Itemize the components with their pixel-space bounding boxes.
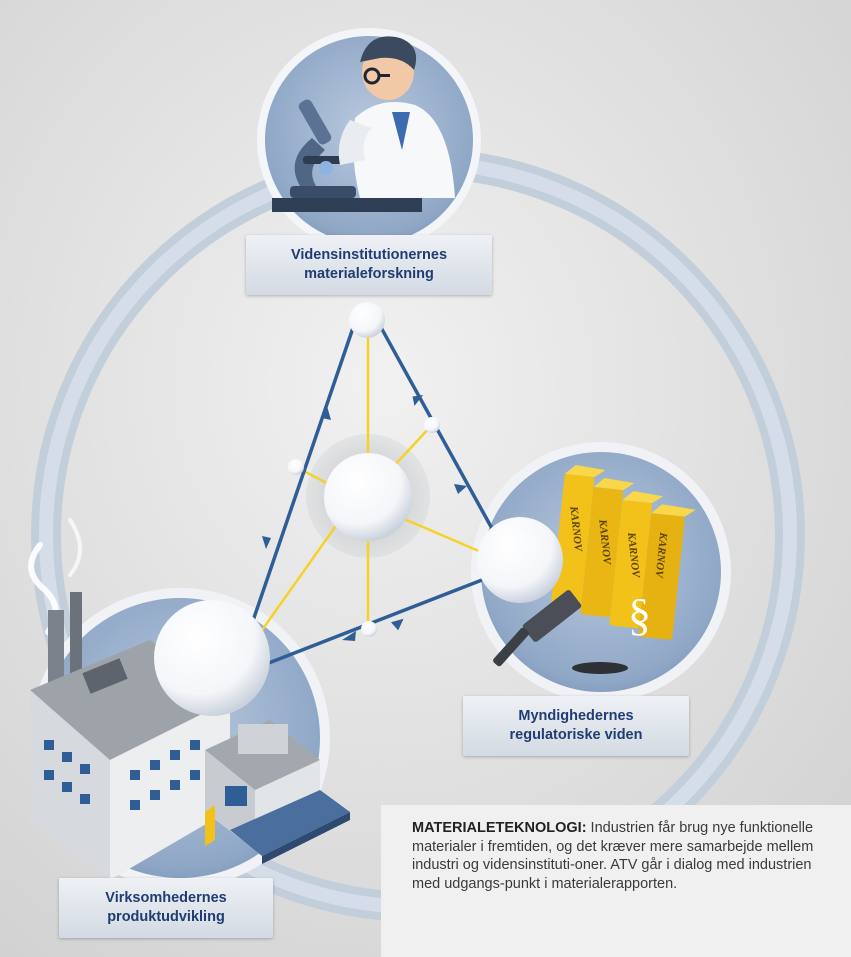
regulatory-node: KARNOV KARNOV KARNOV KARNOV § (471, 442, 731, 702)
regulatory-label-line2: regulatoriske viden (509, 727, 643, 743)
regulatory-label: Myndighedernes regulatoriske viden (463, 696, 689, 756)
lab-bench (272, 198, 422, 212)
connection-nodes (288, 302, 440, 637)
regulatory-sphere (477, 517, 563, 603)
product-sphere (154, 600, 270, 716)
product-label-line2: produktudvikling (107, 909, 225, 925)
research-label: Vidensinstitutionernes materialeforsknin… (246, 235, 492, 295)
product-label: Virksomhedernes produktudvikling (59, 878, 273, 938)
caption-heading: MATERIALETEKNOLOGI: (412, 820, 587, 836)
paragraph-symbol: § (628, 589, 651, 640)
law-books-icon: KARNOV KARNOV KARNOV KARNOV § (551, 464, 696, 640)
book-spine-text: KARNOV (625, 531, 642, 580)
regulatory-label-line1: Myndighedernes (518, 708, 634, 724)
scientist-icon (338, 36, 455, 198)
research-label-line1: Vidensinstitutionernes (290, 247, 448, 263)
book-spine-text: KARNOV (567, 505, 584, 554)
book-spine-text: KARNOV (596, 518, 613, 567)
caption-box: MATERIALETEKNOLOGI: Industrien får brug … (381, 805, 851, 957)
book-spine-text: KARNOV (652, 531, 669, 580)
arrowheads (262, 395, 467, 641)
product-label-line1: Virksomhedernes (105, 890, 227, 906)
research-label-line2: materialeforskning (304, 266, 434, 282)
research-node (257, 28, 481, 252)
microscope-icon (290, 99, 356, 198)
caption-body: Industrien får brug nye funktionelle mat… (412, 820, 814, 892)
factory-icon (30, 592, 350, 880)
gavel-icon (493, 590, 628, 674)
central-hub-sphere (324, 453, 412, 541)
